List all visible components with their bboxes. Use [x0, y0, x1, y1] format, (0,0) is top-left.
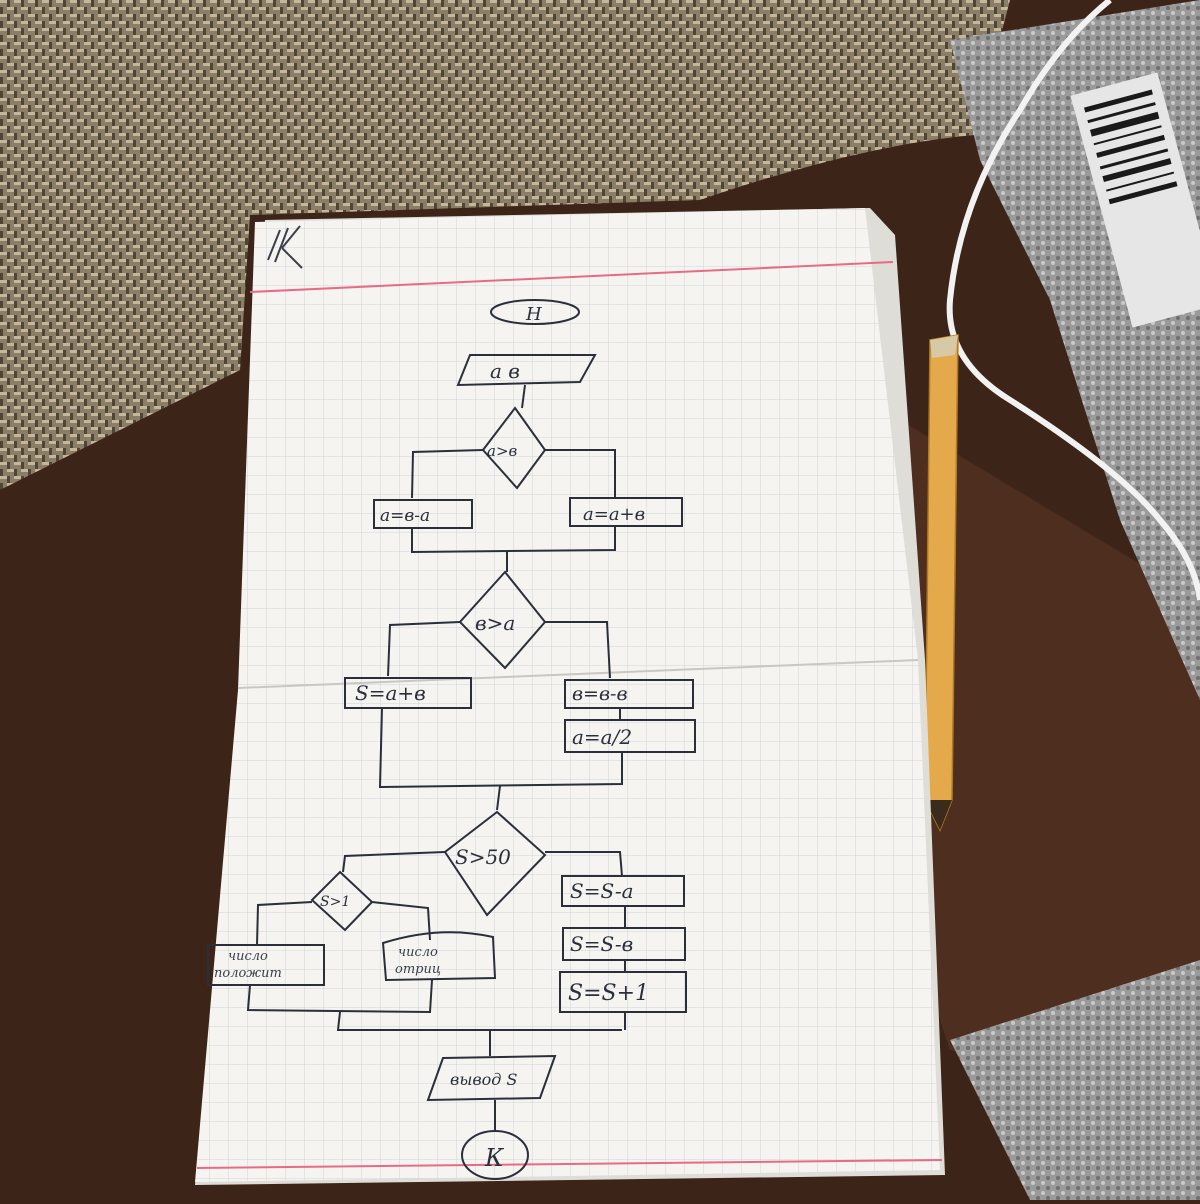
box-s-eq-a-plus-b [344, 677, 472, 709]
out-positive-line1: число [228, 949, 268, 964]
box-b-eq-b-minus-b [564, 679, 694, 709]
woven-placemat [0, 0, 1010, 490]
flowchart [207, 299, 696, 1180]
out-positive-line2: положит [214, 966, 282, 981]
box-s-eq-s-minus-a [561, 875, 685, 907]
out-negative-line2: отриц [395, 962, 441, 977]
out-negative-line1: число [398, 945, 438, 960]
cond2-right2-label: a=a/2 [572, 725, 632, 749]
end-label: К [484, 1144, 505, 1172]
cond2-label: в>a [475, 611, 515, 635]
end-terminal [461, 1130, 529, 1180]
output-label: вывод S [450, 1070, 518, 1089]
box-a-eq-b-minus-a [373, 499, 473, 529]
cond3-label: S>50 [455, 845, 511, 869]
box-positive [207, 944, 325, 986]
input-parallelogram [456, 354, 597, 387]
fabric-bag-bottom [950, 960, 1200, 1200]
cond1-left-label: a=в-a [380, 506, 430, 526]
box-negative [381, 931, 497, 982]
flowchart-labels: Н a в a>в a=в-a a=a+в в>a S=a+в в=в-в a=… [214, 304, 649, 1172]
cond4-label: S>1 [320, 894, 350, 910]
cond1-label: a>в [487, 442, 518, 460]
box-s-eq-s-plus-1 [559, 971, 687, 1013]
right-step1-label: S=S-a [570, 879, 634, 903]
margin-line-bottom [196, 1159, 943, 1169]
corner-mark: К [267, 225, 303, 269]
margin-line-top [249, 261, 894, 293]
decision-b-gt-a [458, 570, 547, 670]
start-label: Н [525, 304, 542, 325]
cond2-right1-label: в=в-в [572, 683, 628, 705]
input-label: a в [490, 359, 520, 383]
decision-s-gt-1 [310, 870, 374, 932]
pencil-icon [924, 334, 959, 832]
cond2-left-label: S=a+в [355, 681, 426, 705]
box-a-eq-a-div-2 [564, 719, 696, 753]
start-terminal [490, 299, 580, 325]
decision-s-gt-50 [443, 810, 547, 917]
notebook-page [195, 208, 945, 1185]
barcode-icon [1070, 72, 1200, 328]
cond1-right-label: a=a+в [583, 504, 645, 525]
output-parallelogram [426, 1054, 557, 1102]
box-a-eq-a-plus-b [569, 497, 683, 527]
right-step3-label: S=S+1 [568, 981, 649, 1006]
right-step2-label: S=S-в [570, 932, 633, 956]
decision-a-gt-b [481, 406, 547, 490]
